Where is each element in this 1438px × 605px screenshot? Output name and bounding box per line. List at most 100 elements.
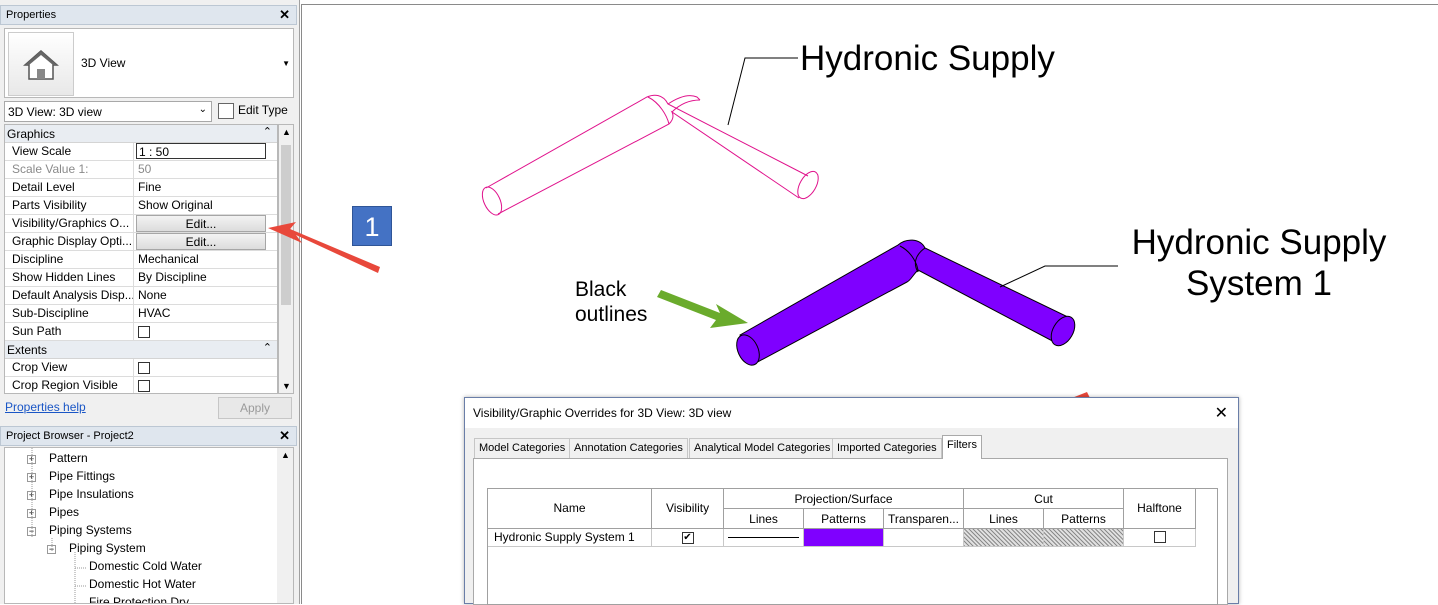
prop-key: Show Hidden Lines xyxy=(5,269,134,286)
tab-filters[interactable]: Filters xyxy=(942,435,982,459)
proj-transparency-cell[interactable] xyxy=(884,529,964,547)
header-halftone[interactable]: Halftone xyxy=(1124,489,1196,529)
view-instance-label: 3D View: 3D view xyxy=(8,105,102,119)
header-cut-lines[interactable]: Lines xyxy=(964,509,1044,529)
close-icon[interactable]: ✕ xyxy=(279,7,290,22)
header-proj-lines[interactable]: Lines xyxy=(724,509,804,529)
proj-lines-cell[interactable] xyxy=(724,529,804,547)
green-arrow xyxy=(657,290,748,328)
scroll-up-icon[interactable]: ▲ xyxy=(282,127,291,137)
type-selector[interactable]: 3D View ▼ xyxy=(4,28,294,98)
label-hydronic-supply: Hydronic Supply xyxy=(800,39,1055,78)
project-browser-title: Project Browser - Project2 xyxy=(6,430,134,442)
collapse-icon[interactable]: ⌃ xyxy=(262,126,272,138)
graphic-display-edit-button[interactable]: Edit... xyxy=(136,233,266,250)
tree-item[interactable]: +Pipe Insulations xyxy=(27,487,134,505)
step-badge-1: 1 xyxy=(352,206,392,246)
tree-item[interactable]: Domestic Cold Water xyxy=(89,559,202,577)
group-extents[interactable]: Extents⌃ xyxy=(5,341,277,359)
prop-key: Scale Value 1: xyxy=(5,161,134,178)
expand-icon[interactable]: + xyxy=(27,454,36,464)
tab-model-categories[interactable]: Model Categories xyxy=(474,438,571,458)
type-name: 3D View xyxy=(81,56,126,70)
prop-row: Crop Region Visible xyxy=(5,377,277,393)
apply-button[interactable]: Apply xyxy=(218,397,292,419)
header-proj-patterns[interactable]: Patterns xyxy=(804,509,884,529)
crop-view-checkbox[interactable] xyxy=(138,362,150,374)
expand-icon[interactable]: + xyxy=(27,472,36,482)
visibility-checkbox[interactable]: ✔ xyxy=(681,532,694,544)
tree-item[interactable]: Domestic Hot Water xyxy=(89,577,196,595)
collapse-icon[interactable]: ⌃ xyxy=(262,342,272,354)
header-cut-patterns[interactable]: Patterns xyxy=(1044,509,1124,529)
edit-type-button[interactable]: Edit Type xyxy=(216,100,296,122)
prop-row: Show Hidden Lines By Discipline xyxy=(5,269,277,287)
close-icon[interactable]: ✕ xyxy=(279,428,290,443)
prop-value[interactable]: Mechanical xyxy=(138,252,199,266)
prop-row: Visibility/Graphics O...Edit... xyxy=(5,215,277,233)
header-name[interactable]: Name xyxy=(488,489,652,529)
proj-patterns-cell[interactable] xyxy=(804,529,884,547)
prop-value[interactable]: HVAC xyxy=(138,306,171,320)
expand-icon[interactable]: + xyxy=(27,508,36,518)
label-line: Hydronic Supply xyxy=(1131,223,1387,262)
tab-annotation-categories[interactable]: Annotation Categories xyxy=(569,438,688,458)
tree-item-label: Pipe Fittings xyxy=(49,469,116,483)
tree-item[interactable]: + Pipe Fittings xyxy=(27,469,115,487)
tree-item-label: Pattern xyxy=(49,451,88,465)
project-browser-title-bar: Project Browser - Project2 ✕ xyxy=(0,426,297,446)
scroll-up-icon[interactable]: ▲ xyxy=(281,450,290,460)
vg-edit-button[interactable]: Edit... xyxy=(136,215,266,232)
dropdown-arrow-icon[interactable]: ▼ xyxy=(282,59,290,68)
leader-lines xyxy=(727,57,1118,288)
tree-item-label: Pipes xyxy=(49,505,80,519)
filter-name-cell[interactable]: Hydronic Supply System 1 xyxy=(488,529,652,547)
prop-key: Graphic Display Opti... xyxy=(5,233,134,250)
house-icon xyxy=(8,32,74,96)
sun-path-checkbox[interactable] xyxy=(138,326,150,338)
tab-imported-categories[interactable]: Imported Categories xyxy=(832,438,942,458)
project-browser-tree: + Pattern + Pipe Fittings +Pipe Insulation… xyxy=(4,447,294,604)
prop-value[interactable]: Fine xyxy=(138,180,162,194)
header-visibility[interactable]: Visibility xyxy=(652,489,724,529)
scroll-down-icon[interactable]: ▼ xyxy=(282,381,291,391)
prop-key: Detail Level xyxy=(5,179,134,196)
dialog-title: Visibility/Graphic Overrides for 3D View… xyxy=(473,406,732,420)
note-line: Black xyxy=(575,278,627,301)
prop-value[interactable]: By Discipline xyxy=(138,270,207,284)
tree-scrollbar[interactable]: ▲ xyxy=(277,448,293,603)
filters-grid: Name Visibility Projection/Surface Lines… xyxy=(487,488,1218,605)
prop-row: Crop View xyxy=(5,359,277,377)
header-proj-transparency[interactable]: Transparen... xyxy=(884,509,964,529)
tree-item[interactable]: Fire Protection Dry xyxy=(89,595,189,603)
collapse-icon[interactable]: − xyxy=(47,544,56,554)
view-scale-input[interactable]: 1 : 50 xyxy=(136,143,266,159)
properties-help-link[interactable]: Properties help xyxy=(5,400,86,414)
prop-value[interactable]: Show Original xyxy=(138,198,213,212)
group-label: Graphics xyxy=(7,127,56,141)
crop-region-checkbox[interactable] xyxy=(138,380,150,392)
tree-item[interactable]: −Piping System xyxy=(47,541,146,559)
tree-item[interactable]: + Pipes xyxy=(27,505,79,523)
tab-analytical-model-categories[interactable]: Analytical Model Categories xyxy=(689,438,836,458)
tree-item[interactable]: −Piping Systems xyxy=(27,523,132,541)
halftone-checkbox[interactable] xyxy=(1153,531,1166,543)
prop-key: Crop View xyxy=(5,359,134,376)
view-instance-selector[interactable]: 3D View: 3D view ⌄ xyxy=(4,101,212,122)
purple-pipe xyxy=(736,239,1076,366)
visibility-cell: ✔ xyxy=(652,529,724,547)
prop-key: Sub-Discipline xyxy=(5,305,134,322)
close-icon[interactable]: ✕ xyxy=(1214,405,1228,422)
prop-value xyxy=(136,359,266,376)
header-cut: Cut xyxy=(964,489,1124,509)
group-graphics[interactable]: Graphics ⌃ xyxy=(5,125,277,143)
halftone-cell xyxy=(1124,529,1196,547)
prop-value[interactable]: None xyxy=(138,288,167,302)
prop-value xyxy=(136,323,266,340)
tree-lines xyxy=(31,448,87,603)
collapse-icon[interactable]: − xyxy=(27,526,36,536)
expand-icon[interactable]: + xyxy=(27,490,36,500)
tree-item[interactable]: + Pattern xyxy=(27,451,88,469)
